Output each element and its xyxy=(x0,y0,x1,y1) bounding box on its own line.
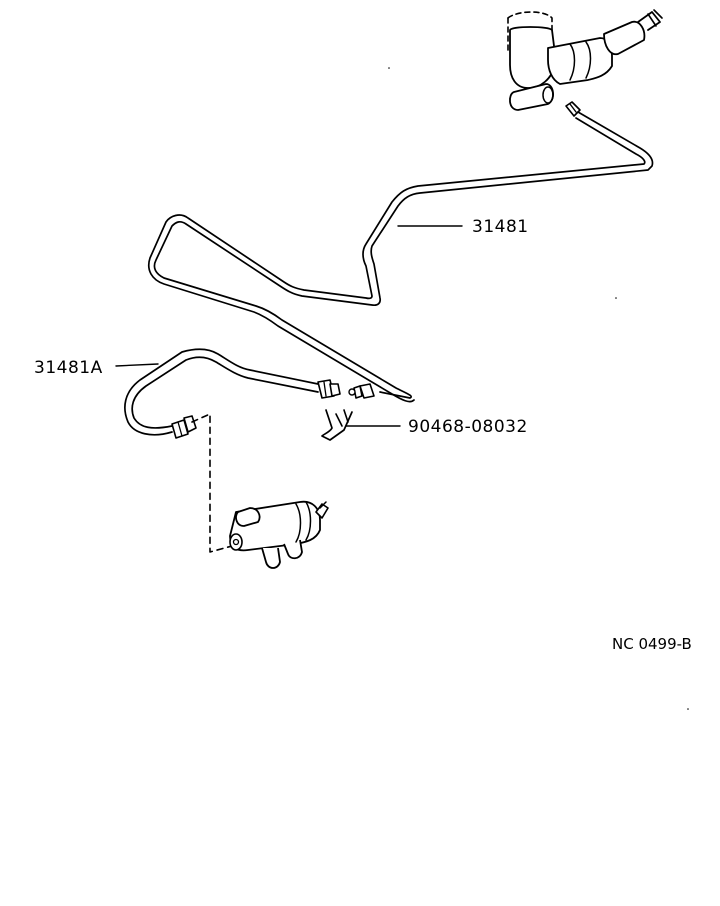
clip xyxy=(321,409,353,441)
clutch-tube xyxy=(147,101,654,403)
leader-lines xyxy=(115,225,463,427)
scan-specks xyxy=(388,67,689,710)
release-cylinder xyxy=(191,413,329,569)
hose-part-number: 31481A xyxy=(34,358,103,378)
diagram-reference-code: NC 0499-B xyxy=(612,635,692,653)
clutch-master-cylinder xyxy=(507,9,663,111)
clutch-hose xyxy=(124,348,341,439)
tube-part-number: 31481 xyxy=(472,217,529,237)
clip-part-number: 90468-08032 xyxy=(408,417,528,437)
